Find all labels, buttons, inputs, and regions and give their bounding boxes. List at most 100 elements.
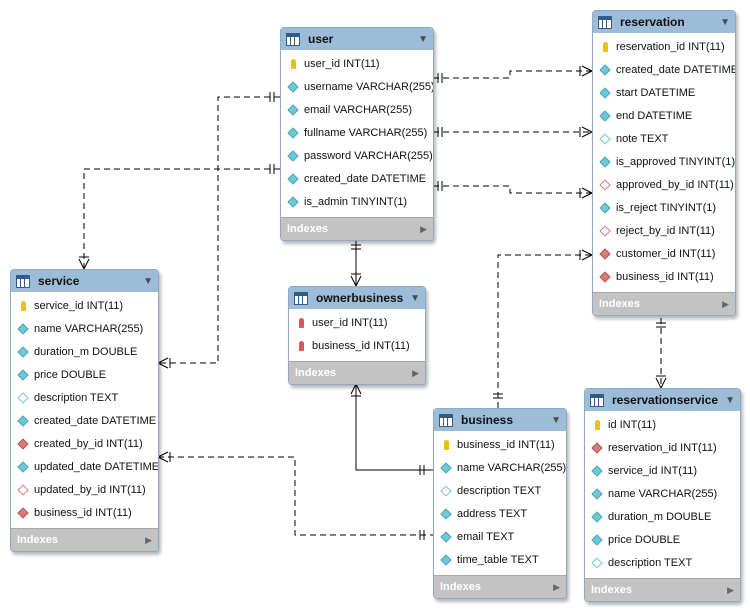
table-header[interactable]: reservation ▼: [593, 11, 735, 33]
column-row[interactable]: business_id INT(11): [434, 433, 566, 456]
column-row[interactable]: approved_by_id INT(11): [593, 173, 735, 196]
column-row[interactable]: reject_by_id INT(11): [593, 219, 735, 242]
column-row[interactable]: description TEXT: [585, 551, 740, 574]
column-row[interactable]: is_admin TINYINT(1): [281, 190, 433, 213]
column-icon: [287, 172, 299, 185]
column-row[interactable]: duration_m DOUBLE: [585, 505, 740, 528]
column-icon: [599, 86, 611, 99]
column-label: note TEXT: [616, 132, 669, 145]
column-row[interactable]: price DOUBLE: [585, 528, 740, 551]
column-row[interactable]: address TEXT: [434, 502, 566, 525]
column-row[interactable]: username VARCHAR(255): [281, 75, 433, 98]
column-label: duration_m DOUBLE: [608, 510, 712, 523]
indexes-bar[interactable]: Indexes ▶: [281, 217, 433, 240]
collapse-toggle-icon[interactable]: ▼: [725, 394, 735, 406]
column-row[interactable]: duration_m DOUBLE: [11, 340, 158, 363]
column-row[interactable]: business_id INT(11): [593, 265, 735, 288]
expand-arrow-icon[interactable]: ▶: [145, 534, 152, 545]
column-icon: [17, 368, 29, 381]
indexes-bar[interactable]: Indexes▶: [11, 528, 158, 551]
column-label: password VARCHAR(255): [304, 149, 433, 162]
column-icon: [287, 80, 299, 93]
column-row[interactable]: customer_id INT(11): [593, 242, 735, 265]
collapse-toggle-icon[interactable]: ▼: [410, 292, 420, 304]
column-icon: [17, 414, 29, 427]
column-icon: [287, 126, 299, 139]
table-title: business: [461, 413, 514, 427]
column-row[interactable]: created_date DATETIME: [281, 167, 433, 190]
column-row[interactable]: name VARCHAR(255): [434, 456, 566, 479]
column-label: start DATETIME: [616, 86, 696, 99]
column-row[interactable]: reservation_id INT(11): [585, 436, 740, 459]
collapse-toggle-icon[interactable]: ▼: [418, 33, 428, 45]
column-row[interactable]: user_id INT(11): [281, 52, 433, 75]
indexes-bar[interactable]: Indexes▶: [585, 578, 740, 601]
expand-arrow-icon[interactable]: ▶: [727, 584, 734, 595]
column-row[interactable]: created_date DATETIME: [593, 58, 735, 81]
column-row[interactable]: service_id INT(11): [11, 294, 158, 317]
collapse-toggle-icon[interactable]: ▼: [720, 16, 730, 28]
column-label: description TEXT: [457, 484, 542, 497]
column-row[interactable]: description TEXT: [11, 386, 158, 409]
column-row[interactable]: created_by_id INT(11): [11, 432, 158, 455]
table-header[interactable]: reservationservice ▼: [585, 389, 740, 411]
table-header[interactable]: ownerbusiness ▼: [289, 287, 425, 309]
collapse-toggle-icon[interactable]: ▼: [551, 414, 561, 426]
table-user[interactable]: user ▼ user_id INT(11) username VARCHAR(…: [280, 27, 434, 241]
column-label: name VARCHAR(255): [34, 322, 144, 335]
fk-icon: [17, 437, 29, 450]
table-header[interactable]: user ▼: [281, 28, 433, 50]
column-row[interactable]: end DATETIME: [593, 104, 735, 127]
table-business[interactable]: business ▼ business_id INT(11) name VARC…: [433, 408, 567, 599]
column-row[interactable]: email TEXT: [434, 525, 566, 548]
column-row[interactable]: id INT(11): [585, 413, 740, 436]
column-row[interactable]: business_id INT(11): [289, 334, 425, 357]
table-reservationservice[interactable]: reservationservice ▼ id INT(11) reservat…: [584, 388, 741, 602]
column-row[interactable]: name VARCHAR(255): [11, 317, 158, 340]
column-label: is_reject TINYINT(1): [616, 201, 717, 214]
column-row[interactable]: is_reject TINYINT(1): [593, 196, 735, 219]
column-row[interactable]: name VARCHAR(255): [585, 482, 740, 505]
column-row[interactable]: reservation_id INT(11): [593, 35, 735, 58]
column-row[interactable]: description TEXT: [434, 479, 566, 502]
indexes-bar[interactable]: Indexes▶: [289, 361, 425, 384]
column-label: customer_id INT(11): [616, 247, 716, 260]
collapse-toggle-icon[interactable]: ▼: [143, 275, 153, 287]
indexes-label: Indexes: [287, 223, 328, 235]
column-row[interactable]: fullname VARCHAR(255): [281, 121, 433, 144]
column-row[interactable]: time_table TEXT: [434, 548, 566, 571]
fk-icon: [17, 506, 29, 519]
column-row[interactable]: is_approved TINYINT(1): [593, 150, 735, 173]
column-label: username VARCHAR(255): [304, 80, 434, 93]
indexes-bar[interactable]: Indexes▶: [434, 575, 566, 598]
expand-arrow-icon[interactable]: ▶: [722, 298, 729, 309]
expand-arrow-icon[interactable]: ▶: [412, 367, 419, 378]
column-row[interactable]: email VARCHAR(255): [281, 98, 433, 121]
column-label: is_approved TINYINT(1): [616, 155, 736, 168]
column-label: user_id INT(11): [304, 57, 380, 70]
expand-arrow-icon[interactable]: ▶: [553, 581, 560, 592]
column-row[interactable]: password VARCHAR(255): [281, 144, 433, 167]
column-row[interactable]: updated_by_id INT(11): [11, 478, 158, 501]
column-row[interactable]: note TEXT: [593, 127, 735, 150]
column-label: business_id INT(11): [457, 438, 555, 451]
table-header[interactable]: service ▼: [11, 270, 158, 292]
column-label: price DOUBLE: [34, 368, 107, 381]
column-row[interactable]: service_id INT(11): [585, 459, 740, 482]
table-ownerbusiness[interactable]: ownerbusiness ▼ user_id INT(11) business…: [288, 286, 426, 385]
table-header[interactable]: business ▼: [434, 409, 566, 431]
column-row[interactable]: user_id INT(11): [289, 311, 425, 334]
column-row[interactable]: start DATETIME: [593, 81, 735, 104]
indexes-bar[interactable]: Indexes▶: [593, 292, 735, 315]
column-row[interactable]: business_id INT(11): [11, 501, 158, 524]
fk-key-icon: [295, 340, 307, 351]
column-icon: [17, 322, 29, 335]
column-icon: [591, 464, 603, 477]
column-row[interactable]: price DOUBLE: [11, 363, 158, 386]
column-row[interactable]: created_date DATETIME: [11, 409, 158, 432]
column-row[interactable]: updated_date DATETIME: [11, 455, 158, 478]
table-reservation[interactable]: reservation ▼ reservation_id INT(11) cre…: [592, 10, 736, 316]
table-service[interactable]: service ▼ service_id INT(11) name VARCHA…: [10, 269, 159, 552]
column-label: updated_date DATETIME: [34, 460, 159, 473]
expand-arrow-icon[interactable]: ▶: [420, 223, 427, 234]
